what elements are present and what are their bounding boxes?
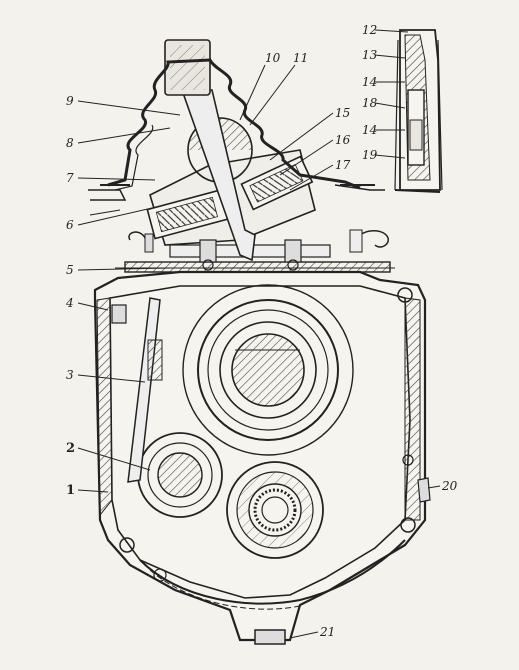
gear-lever <box>164 39 256 262</box>
callout-11: 11 <box>293 51 308 65</box>
leader-19 <box>374 154 406 159</box>
leader-lines <box>77 29 441 639</box>
leader-1 <box>77 489 109 493</box>
floor-panel <box>88 184 385 216</box>
main-gear <box>182 284 354 456</box>
callout-4: 4 <box>65 296 74 310</box>
callout-7: 7 <box>66 171 74 185</box>
leader-18 <box>374 102 406 109</box>
leader-12 <box>374 29 409 33</box>
leader-6 <box>77 204 166 226</box>
callout-16: 16 <box>335 133 351 147</box>
callout-14a: 14 <box>362 75 377 89</box>
leader-5 <box>77 267 171 271</box>
leader-20 <box>427 485 441 489</box>
callout-1: 1 <box>66 483 75 498</box>
callout-15: 15 <box>335 106 350 120</box>
leader-3 <box>77 374 146 383</box>
callout-9: 9 <box>66 94 74 108</box>
leader-21 <box>289 631 319 639</box>
callout-18: 18 <box>362 96 378 110</box>
leader-2 <box>77 447 151 471</box>
cover-plate <box>115 261 395 273</box>
callout-2: 2 <box>66 441 75 456</box>
inset-detail <box>394 29 443 193</box>
lower-gear <box>226 461 324 559</box>
leader-17 <box>289 164 334 191</box>
callout-12: 12 <box>362 23 377 37</box>
leader-16 <box>279 139 334 176</box>
leader-11 <box>249 64 296 126</box>
callout-14b: 14 <box>362 123 377 137</box>
leader-13 <box>374 54 406 59</box>
callout-10: 10 <box>265 51 281 65</box>
leader-15 <box>269 112 334 161</box>
callout-8: 8 <box>66 136 74 150</box>
callout-labels: 1 2 3 4 5 6 7 8 9 10 11 12 13 14 14 15 1… <box>65 23 458 639</box>
callout-21: 21 <box>319 625 335 639</box>
gearbox-housing <box>93 270 427 645</box>
callout-20: 20 <box>441 479 458 493</box>
leader-4 <box>77 302 109 311</box>
callout-13: 13 <box>362 48 378 62</box>
leader-7 <box>77 177 156 181</box>
callout-3: 3 <box>66 368 74 382</box>
rubber-boot <box>100 58 375 191</box>
callout-17: 17 <box>335 158 351 172</box>
leader-9 <box>77 100 181 116</box>
side-notch <box>417 477 431 503</box>
callout-5: 5 <box>66 263 74 277</box>
leader-8 <box>77 127 171 144</box>
callout-6: 6 <box>66 218 74 232</box>
leader-10 <box>239 64 266 121</box>
shift-rod <box>111 297 163 483</box>
return-springs <box>128 229 389 253</box>
callout-19: 19 <box>362 148 378 162</box>
